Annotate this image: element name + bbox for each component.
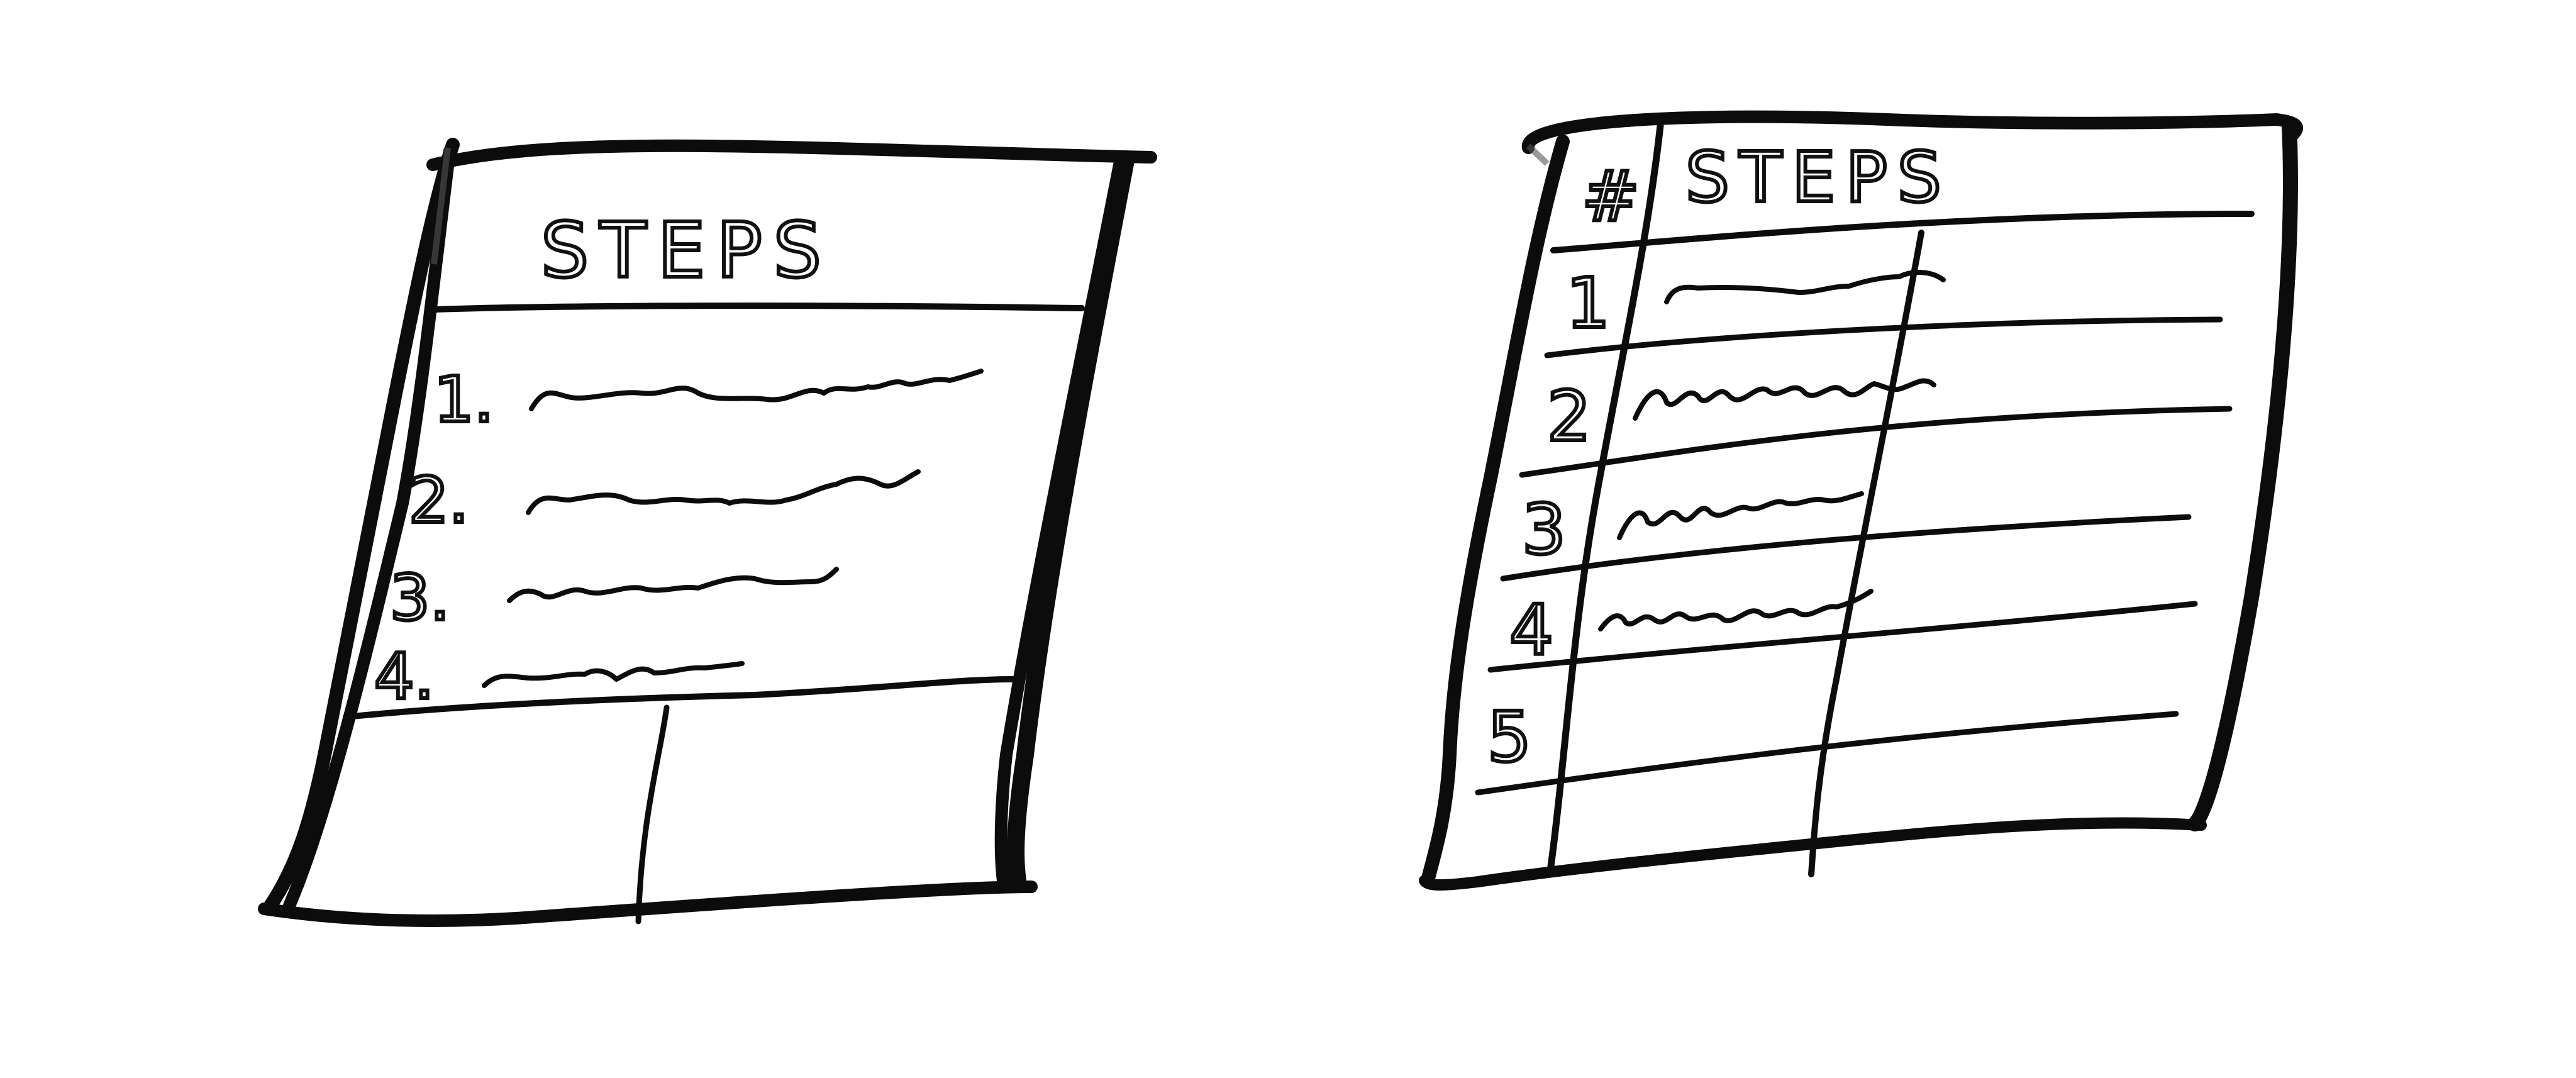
table-column-divider-steps	[1808, 230, 1924, 877]
table-row-number: 5	[1487, 697, 1531, 777]
table-row-line	[1500, 514, 2192, 582]
table-row-scribble	[1598, 589, 1874, 631]
table-frame-top	[1521, 110, 2303, 154]
table-frame-shade	[1526, 143, 1550, 166]
table-row-line	[1544, 316, 2223, 358]
table-header-number: #	[1582, 156, 1640, 236]
list-frame-left-edge	[264, 138, 460, 913]
table-header-steps: STEPS	[1685, 137, 1951, 218]
table-frame-bottom	[1419, 817, 2207, 891]
table-row-number: 3	[1522, 489, 1566, 570]
list-header-divider	[431, 303, 1085, 313]
list-row-scribble	[507, 567, 839, 603]
table-row-scribble	[1617, 491, 1864, 540]
steps-table-sketch: # STEPS 1 2 3 4 5	[1419, 110, 2303, 891]
table-row-line	[1475, 711, 2179, 796]
list-bottom-vertical	[635, 704, 670, 925]
table-frame-left	[1421, 135, 1570, 887]
table-row-line	[1519, 406, 2233, 478]
table-row-number: 2	[1547, 376, 1591, 457]
table-frame-right	[2187, 118, 2298, 831]
table-row-line	[1487, 601, 2198, 673]
list-frame-outline	[258, 139, 1157, 928]
list-row-number: 1.	[434, 363, 494, 436]
list-row-scribble	[526, 469, 921, 515]
list-row-number: 3.	[390, 561, 450, 635]
list-row-scribble	[482, 661, 745, 688]
list-row-scribble	[529, 369, 984, 411]
list-bottom-divider	[343, 676, 1016, 720]
table-column-divider-number	[1546, 122, 1664, 875]
table-row-scribble	[1664, 270, 1946, 304]
list-header-text: STEPS	[541, 208, 833, 295]
list-row-number: 2.	[409, 464, 469, 537]
steps-list-sketch: STEPS 1. 2. 3. 4.	[258, 138, 1157, 928]
table-row-number: 1	[1566, 263, 1610, 343]
list-frame-right-edge	[1007, 152, 1135, 889]
table-header-divider	[1550, 211, 2255, 253]
list-frame-shade	[431, 147, 451, 265]
list-row-number: 4.	[374, 640, 434, 713]
table-row-number: 4	[1509, 590, 1553, 670]
table-row-scribble	[1633, 378, 1936, 421]
